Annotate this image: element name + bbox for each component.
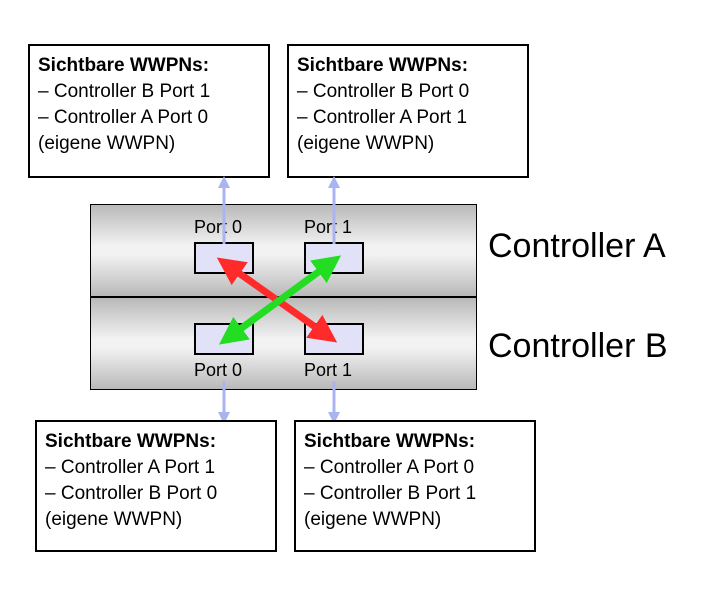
box-line: – Controller A Port 0 [304,457,475,478]
box-line: – Controller B Port 1 [304,483,477,504]
controller-b-port-1-label: Port 1 [304,360,353,380]
box-line: – Controller B Port 0 [297,81,470,102]
box-line: (eigene WWPN) [45,509,183,530]
box-line: (eigene WWPN) [297,133,435,154]
box-line: (eigene WWPN) [38,133,176,154]
controller-b-label: Controller B [488,327,668,365]
box-title: Sichtbare WWPNs: [297,55,469,76]
wwpn-box-bottom-left: Sichtbare WWPNs: – Controller A Port 1 –… [35,420,277,552]
box-line: – Controller B Port 1 [38,81,211,102]
box-line: – Controller B Port 0 [45,483,218,504]
box-line: – Controller A Port 1 [297,107,468,128]
wwpn-box-top-right: Sichtbare WWPNs: – Controller B Port 0 –… [287,44,529,178]
box-title: Sichtbare WWPNs: [38,55,210,76]
controller-a-port-0-label: Port 0 [194,217,243,237]
controller-b-port-0-label: Port 0 [194,360,243,380]
green-cross-arrow [218,255,342,345]
box-line: – Controller A Port 0 [38,107,209,128]
box-title: Sichtbare WWPNs: [304,431,476,452]
box-line: (eigene WWPN) [304,509,442,530]
wwpn-box-bottom-right: Sichtbare WWPNs: – Controller A Port 0 –… [294,420,536,552]
controller-a-port-1-label: Port 1 [304,217,353,237]
wwpn-box-top-left: Sichtbare WWPNs: – Controller B Port 1 –… [28,44,270,178]
box-title: Sichtbare WWPNs: [45,431,217,452]
box-line: – Controller A Port 1 [45,457,216,478]
controller-a-label: Controller A [488,227,666,265]
